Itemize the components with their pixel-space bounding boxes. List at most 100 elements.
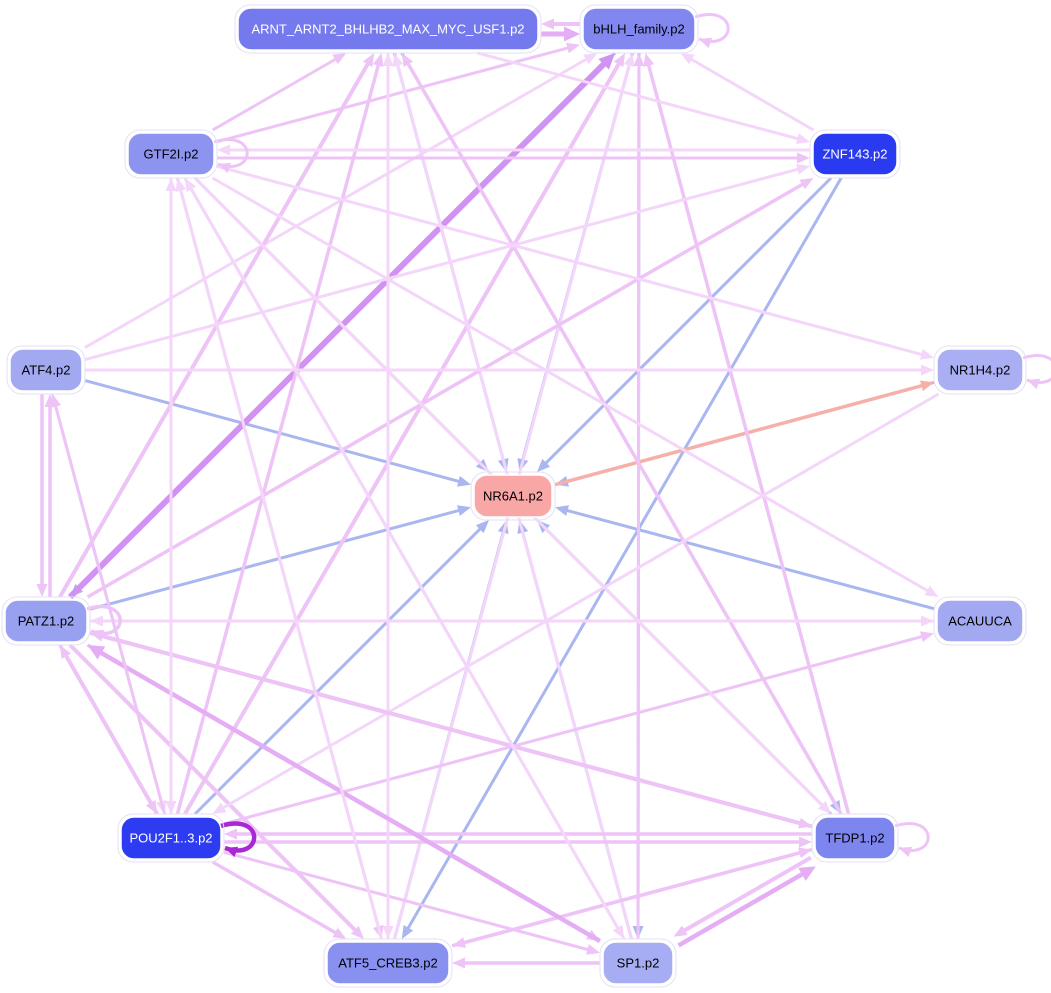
arrowhead-icon — [899, 846, 913, 858]
arrowhead-icon — [920, 380, 934, 392]
edge-ZNF143-NR6A1 — [537, 176, 833, 472]
arrowhead-icon — [798, 866, 816, 881]
node-ARNT[interactable]: ARNT_ARNT2_BHLHB2_MAX_MYC_USF1.p2 — [234, 4, 542, 54]
arrowhead-icon — [796, 164, 810, 175]
node-label-SP1: SP1.p2 — [617, 956, 660, 971]
node-POU2F1[interactable]: POU2F1..3.p2 — [117, 813, 225, 863]
node-label-NR6A1: NR6A1.p2 — [483, 489, 543, 504]
edge-NR6A1-NR1H4 — [554, 380, 934, 487]
self-loop-bHLH — [691, 13, 730, 49]
edge-POU2F1-ATF5 — [211, 860, 347, 939]
edge-SP1-GTF2I — [184, 178, 626, 940]
node-TFDP1[interactable]: TFDP1.p2 — [811, 813, 899, 863]
node-bHLH[interactable]: bHLH_family.p2 — [579, 4, 699, 54]
arrowhead-icon — [643, 53, 655, 67]
arrowhead-icon — [1027, 378, 1041, 390]
edge-TFDP1-SP1 — [673, 855, 812, 937]
edge-ACAUUCA-NR6A1 — [555, 505, 935, 611]
node-label-ZNF143: ZNF143.p2 — [822, 147, 887, 162]
arrowhead-icon — [924, 585, 939, 597]
node-ATF5[interactable]: ATF5_CREB3.p2 — [323, 938, 453, 988]
node-NR1H4[interactable]: NR1H4.p2 — [933, 345, 1027, 395]
edge-POU2F1-NR6A1 — [193, 520, 489, 816]
edge-TFDP1-ATF5 — [452, 847, 813, 948]
edge-SP1-PATZ1 — [87, 645, 602, 943]
node-label-ACAUUCA: ACAUUCA — [948, 614, 1012, 629]
arrowhead-icon — [613, 53, 626, 68]
node-PATZ1[interactable]: PATZ1.p2 — [1, 596, 91, 646]
edge-ARNT-ATF5 — [382, 53, 394, 939]
arrowhead-icon — [165, 178, 177, 191]
self-loop-POU2F1 — [217, 821, 257, 858]
node-NR6A1[interactable]: NR6A1.p2 — [470, 471, 556, 521]
edge-ZNF143-ATF5 — [401, 177, 843, 939]
arrowhead-icon — [382, 926, 394, 939]
edge-ATF4-PATZ1 — [36, 394, 48, 597]
self-loop-NR1H4 — [1019, 354, 1051, 390]
nodes-layer: ARNT_ARNT2_BHLHB2_MAX_MYC_USF1.p2 bHLH_fa… — [1, 4, 1027, 988]
edge-SP1-TFDP1 — [677, 866, 816, 948]
edge-GTF2I-ZNF143 — [217, 152, 810, 164]
edge-ATF4-bHLH — [84, 53, 598, 349]
arrowhead-icon — [452, 937, 466, 948]
node-label-NR1H4: NR1H4.p2 — [950, 363, 1011, 378]
arrowhead-icon — [59, 645, 72, 660]
arrowhead-icon — [184, 178, 197, 193]
arrowhead-icon — [224, 828, 237, 840]
edge-GTF2I-ACAUUCA — [211, 176, 939, 597]
edge-PATZ1-ATF5 — [68, 643, 364, 939]
arrowhead-icon — [623, 53, 635, 67]
edge-PATZ1-ATF4 — [44, 394, 56, 597]
edge-GTF2I-ARNT — [211, 53, 347, 132]
edge-ACAUUCA-PATZ1 — [90, 615, 934, 627]
edge-ZNF143-bHLH — [680, 53, 815, 132]
arrowhead-icon — [566, 42, 580, 54]
arrowhead-icon — [87, 645, 106, 660]
arrowhead-icon — [392, 53, 404, 67]
arrowhead-icon — [799, 836, 812, 848]
edge-ATF5-GTF2I — [175, 178, 384, 940]
node-label-ATF4: ATF4.p2 — [22, 363, 71, 378]
edge-NR1H4-POU2F1 — [212, 392, 940, 814]
arrowhead-icon — [586, 944, 600, 955]
arrowhead-icon — [401, 924, 414, 939]
edge-TFDP1-PATZ1 — [90, 630, 813, 829]
edge-POU2F1-ACAUUCA — [223, 631, 934, 826]
node-label-POU2F1: POU2F1..3.p2 — [129, 831, 212, 846]
arrowhead-icon — [452, 957, 465, 969]
arrowhead-icon — [475, 520, 489, 534]
arrowhead-icon — [537, 458, 551, 472]
node-ATF4[interactable]: ATF4.p2 — [6, 345, 86, 395]
arrowhead-icon — [673, 925, 688, 937]
node-GTF2I[interactable]: GTF2I.p2 — [124, 129, 218, 179]
node-ZNF143[interactable]: ZNF143.p2 — [809, 129, 901, 179]
node-label-ARNT: ARNT_ARNT2_BHLHB2_MAX_MYC_USF1.p2 — [251, 22, 524, 37]
arrowhead-icon — [796, 133, 810, 144]
edge-GTF2I-bHLH — [216, 42, 580, 144]
arrowhead-icon — [225, 846, 239, 858]
arrowhead-icon — [797, 152, 810, 164]
arrowhead-icon — [457, 505, 471, 516]
arrowhead-icon — [564, 26, 580, 42]
node-label-GTF2I: GTF2I.p2 — [144, 147, 199, 162]
edge-POU2F1-bHLH — [183, 53, 626, 816]
edge-ATF4-ZNF143 — [84, 164, 810, 362]
arrowhead-icon — [633, 53, 645, 67]
arrowhead-icon — [332, 53, 347, 65]
arrowhead-icon — [920, 349, 934, 360]
node-ACAUUCA[interactable]: ACAUUCA — [933, 596, 1027, 646]
arrowhead-icon — [212, 802, 227, 814]
arrowhead-icon — [332, 927, 347, 939]
arrowhead-icon — [541, 18, 554, 30]
arrowhead-icon — [799, 178, 814, 190]
self-loop-GTF2I — [210, 138, 249, 174]
arrowhead-icon — [817, 800, 831, 814]
edge-POU2F1-SP1 — [223, 850, 600, 955]
edge-TFDP1-bHLH — [643, 53, 851, 815]
edge-GTF2I-NR1H4 — [216, 164, 934, 360]
edge-POU2F1-PATZ1 — [59, 645, 159, 815]
node-SP1[interactable]: SP1.p2 — [599, 938, 677, 988]
arrowhead-icon — [175, 178, 187, 192]
edge-SP1-bHLH — [633, 53, 645, 940]
arrowhead-icon — [457, 475, 471, 487]
